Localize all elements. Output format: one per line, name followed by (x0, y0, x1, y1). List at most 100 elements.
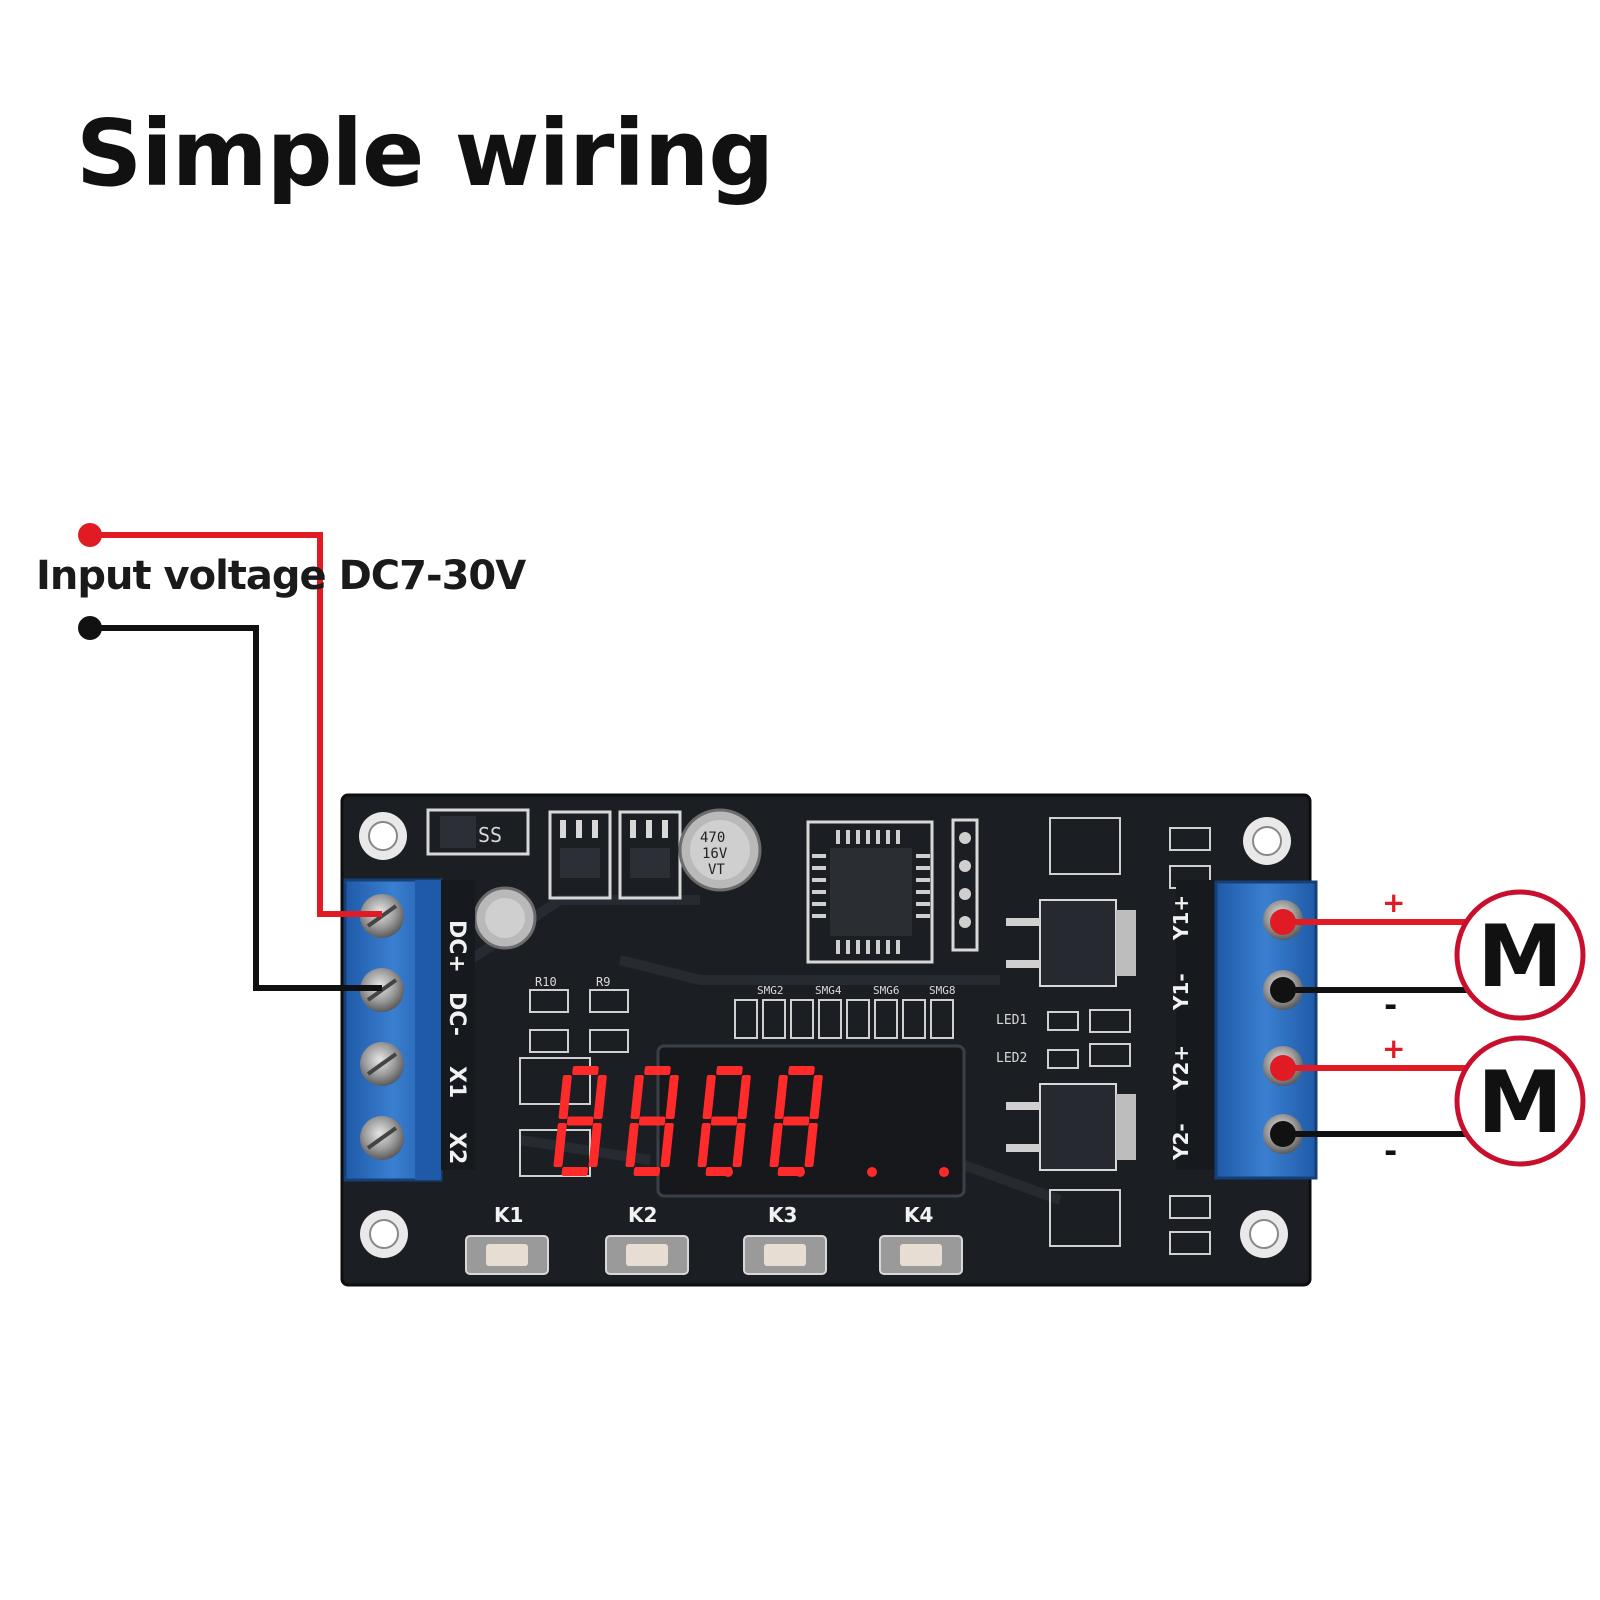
display-segment (633, 1167, 661, 1176)
motor2-plus-sign: + (1382, 1032, 1405, 1065)
display-segment (588, 1123, 602, 1167)
pcb-board: SS 470 16V VT (340, 793, 1312, 1287)
led2-label: LED2 (996, 1051, 1027, 1066)
display-segment (644, 1066, 671, 1075)
positive-input-dot (78, 523, 102, 547)
motor1-negative-dot (1270, 977, 1296, 1003)
display-segment (804, 1123, 818, 1167)
motor1-plus-sign: + (1382, 886, 1405, 919)
display-segment (566, 1116, 594, 1126)
display-segment (561, 1167, 589, 1176)
smd-components (519, 817, 1211, 1255)
display-segment (788, 1066, 815, 1075)
button-label-k1: K1 (494, 1203, 523, 1227)
button-k4[interactable]: K4 (879, 1203, 963, 1275)
button-k2[interactable]: K2 (605, 1203, 689, 1275)
display-decimal-point (939, 1167, 949, 1177)
mosfet (1006, 1083, 1136, 1171)
motor2-positive-dot (1270, 1055, 1296, 1081)
display-decimal-point (867, 1167, 877, 1177)
display-segment (705, 1167, 733, 1176)
motor1-minus-sign: - (1384, 986, 1397, 1024)
input-wires (78, 523, 382, 991)
mounting-hole (1240, 1210, 1288, 1258)
microcontroller-chip (806, 820, 934, 964)
regulator-chip: SS (426, 808, 530, 856)
button-row: K1 K2 K3 K4 (465, 1203, 963, 1275)
smg-label: SMG8 (929, 984, 956, 997)
display-segment (660, 1123, 674, 1167)
output-wiring: + - + - M M (1270, 886, 1586, 1170)
display-segment (737, 1075, 751, 1119)
led1-label: LED1 (996, 1013, 1027, 1028)
display-segment (553, 1123, 567, 1167)
electrolytic-capacitor: 470 16V VT (678, 808, 762, 892)
motor-1: M (1454, 889, 1586, 1021)
display-segment (769, 1123, 783, 1167)
motor1-symbol: M (1477, 907, 1563, 1007)
capacitor-value-label: 470 (700, 830, 725, 846)
motor2-ring (1454, 1035, 1586, 1167)
display-segment (716, 1066, 743, 1075)
electrolytic-capacitor (473, 886, 537, 950)
display-segment (625, 1123, 639, 1167)
mosfet (1006, 899, 1136, 987)
display-segment (630, 1075, 644, 1119)
screw-terminal (360, 1042, 404, 1086)
led2-indicator (1047, 1049, 1079, 1069)
smg-label: SMG6 (873, 984, 900, 997)
terminal-label-dc-minus: DC- (444, 992, 469, 1036)
led-labels: LED1 LED2 (996, 1013, 1027, 1066)
page-title: Simple wiring (76, 100, 774, 207)
screw-terminal (360, 1116, 404, 1160)
negative-input-dot (78, 616, 102, 640)
header-pins (951, 818, 979, 952)
smg-label: SMG4 (815, 984, 842, 997)
transistor (618, 810, 682, 900)
resistor-labels: R10 R9 (535, 975, 610, 989)
display-segment (732, 1123, 746, 1167)
seven-segment-display: 8888 (553, 1044, 966, 1198)
display-segment (593, 1075, 607, 1119)
button-k3[interactable]: K3 (743, 1203, 827, 1275)
motor1-positive-dot (1270, 909, 1296, 935)
negative-input-wire (90, 625, 382, 991)
mounting-hole (1243, 817, 1291, 865)
display-segment (638, 1116, 666, 1126)
terminal-label-y1-plus: Y1+ (1169, 895, 1193, 941)
terminal-label-y1-minus: Y1- (1169, 973, 1193, 1011)
capacitor-series-label: VT (708, 862, 725, 878)
terminal-label-x2: X2 (444, 1132, 469, 1164)
capacitor-voltage-label: 16V (702, 846, 728, 862)
display-segment (558, 1075, 572, 1119)
input-terminal-block: DC+ DC- X1 X2 (343, 878, 475, 1182)
display-segment (702, 1075, 716, 1119)
mounting-hole (359, 812, 407, 860)
button-label-k3: K3 (768, 1203, 797, 1227)
motor2-negative-dot (1270, 1121, 1296, 1147)
terminal-label-y2-minus: Y2- (1169, 1123, 1193, 1161)
smg-labels: SMG2 SMG4 SMG6 SMG8 (757, 984, 956, 997)
button-k1[interactable]: K1 (465, 1203, 549, 1275)
positive-input-wire (90, 532, 382, 917)
terminal-label-dc-plus: DC+ (444, 920, 469, 973)
display-segment (774, 1075, 788, 1119)
display-segment (809, 1075, 823, 1119)
terminal-label-y2-plus: Y2+ (1169, 1045, 1193, 1091)
resistor-label-r10: R10 (535, 975, 557, 989)
smg-resistor-row (734, 999, 954, 1039)
display-segment (777, 1167, 805, 1176)
button-label-k4: K4 (904, 1203, 933, 1227)
motor-2: M (1454, 1035, 1586, 1167)
transistor (548, 810, 612, 900)
led1-indicator (1047, 1011, 1079, 1031)
display-segment (572, 1066, 599, 1075)
mounting-hole (360, 1210, 408, 1258)
motor2-symbol: M (1477, 1053, 1563, 1153)
input-voltage-label: Input voltage DC7-30V (36, 553, 526, 599)
smg-label: SMG2 (757, 984, 784, 997)
display-segment (782, 1116, 810, 1126)
chip-mark-label: SS (478, 823, 502, 847)
terminal-label-x1: X1 (444, 1066, 469, 1098)
